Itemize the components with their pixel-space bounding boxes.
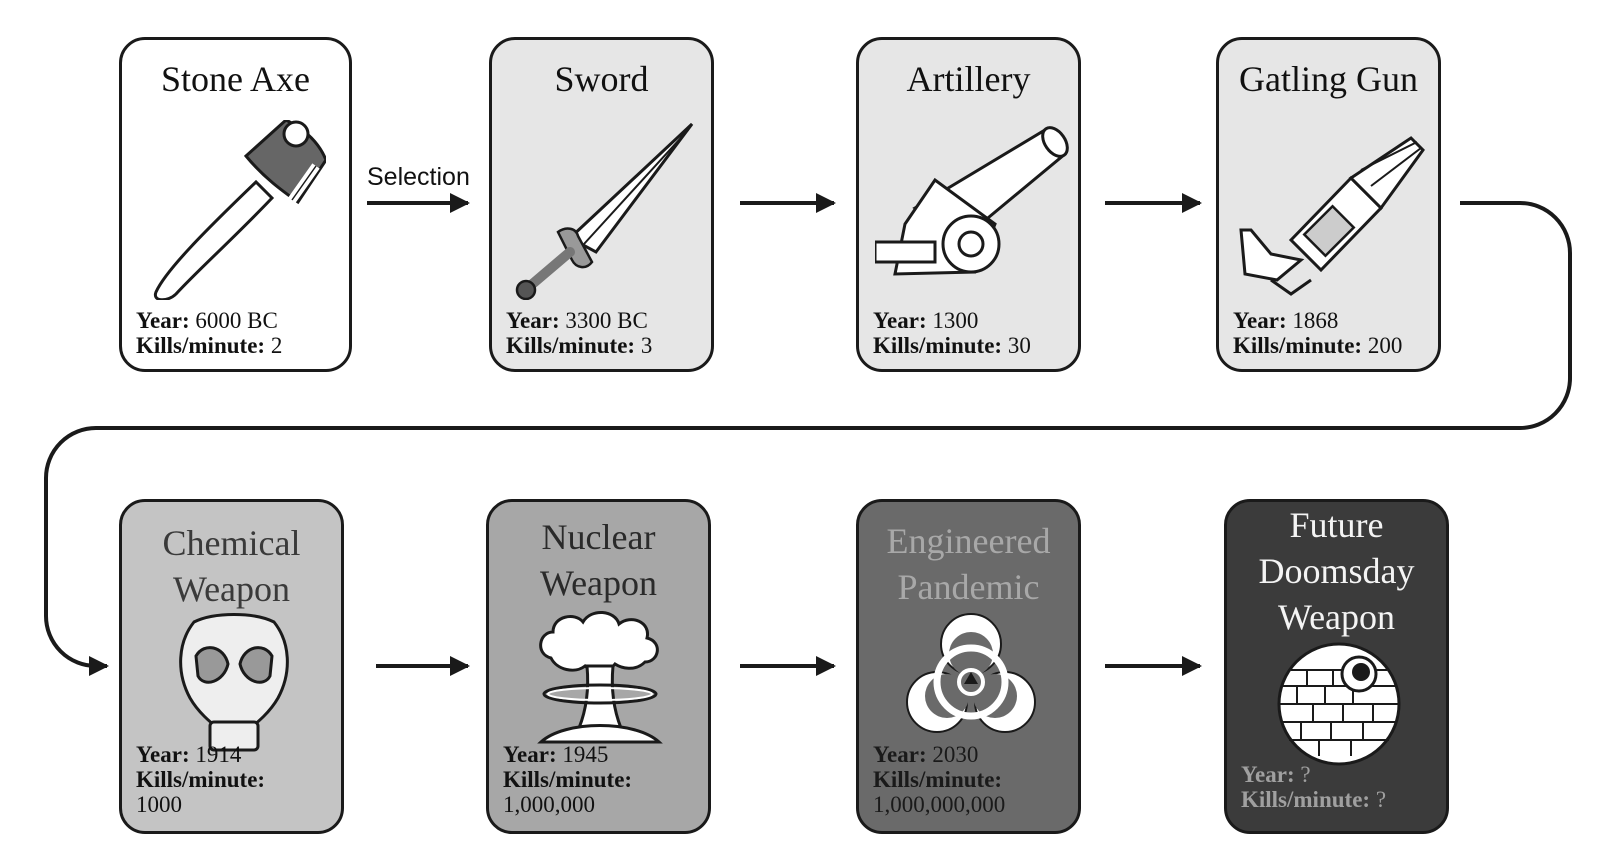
arrow-wrap-to-second-row <box>44 201 1572 676</box>
kills-value: 1,000,000,000 <box>873 792 1006 817</box>
year-label: Year: <box>1233 308 1287 333</box>
card-stats: Year: ? Kills/minute: ? <box>1241 762 1386 812</box>
kills-value: 30 <box>1007 333 1031 358</box>
year-label: Year: <box>1241 762 1295 787</box>
kills-label: Kills/minute: <box>873 333 1003 358</box>
title-line: Weapon <box>539 563 658 603</box>
card-stone-axe: Stone Axe Year: 6000 BC Kills/minute: 2 <box>119 37 352 372</box>
year-label: Year: <box>136 308 190 333</box>
card-gatling-gun: Gatling Gun Year: 1868 Kills/minute: 200 <box>1216 37 1441 372</box>
kills-value: 2 <box>270 333 283 358</box>
kills-label: Kills/minute: <box>873 767 1003 792</box>
gatling-gun-icon <box>1239 136 1425 296</box>
title-line: Nuclear <box>541 517 656 557</box>
mushroom-cloud-icon <box>537 611 663 744</box>
year-value: 1300 <box>932 308 979 333</box>
title-line: Weapon <box>1277 597 1396 637</box>
biohazard-icon <box>906 613 1036 733</box>
kills-value: ? <box>1375 787 1387 812</box>
card-title: Engineered Pandemic <box>859 518 1078 610</box>
kills-value: 1,000,000 <box>503 792 595 817</box>
title-line: Weapon <box>172 569 291 609</box>
year-value: 1868 <box>1292 308 1339 333</box>
card-engineered-pandemic: Engineered Pandemic Year: 2030 Kills/min… <box>856 499 1081 834</box>
year-label: Year: <box>873 308 927 333</box>
card-stats: Year: 1945 Kills/minute: 1,000,000 <box>503 742 632 817</box>
kills-label: Kills/minute: <box>136 333 266 358</box>
title-line: Engineered <box>886 521 1051 561</box>
kills-label: Kills/minute: <box>506 333 636 358</box>
title-line: Doomsday <box>1258 551 1415 591</box>
year-value: 6000 BC <box>195 308 278 333</box>
card-sword: Sword Year: 3300 BC Kills/minute: 3 <box>489 37 714 372</box>
sword-icon <box>515 122 694 300</box>
card-artillery: Artillery Year: 1300 Kills/minute: 30 <box>856 37 1081 372</box>
card-stats: Year: 6000 BC Kills/minute: 2 <box>136 308 282 358</box>
kills-value: 3 <box>640 333 653 358</box>
gas-mask-icon <box>179 613 289 752</box>
card-title: Nuclear Weapon <box>489 514 708 606</box>
title-line: Future <box>1289 505 1384 545</box>
selection-label: Selection <box>367 163 470 191</box>
year-value: 1945 <box>562 742 609 767</box>
card-title: Chemical Weapon <box>122 520 341 612</box>
card-title: Future Doomsday Weapon <box>1227 502 1446 640</box>
title-line: Chemical <box>162 523 301 563</box>
stone-axe-icon <box>153 120 326 300</box>
card-title: Sword <box>554 59 649 99</box>
card-stats: Year: 3300 BC Kills/minute: 3 <box>506 308 652 358</box>
year-label: Year: <box>873 742 927 767</box>
card-stats: Year: 1868 Kills/minute: 200 <box>1233 308 1402 358</box>
year-label: Year: <box>136 742 190 767</box>
year-label: Year: <box>503 742 557 767</box>
kills-label: Kills/minute: <box>503 767 633 792</box>
card-chemical-weapon: Chemical Weapon Year: 1914 Kills/minute:… <box>119 499 344 834</box>
card-nuclear-weapon: Nuclear Weapon Year: 1945 Kills/minute: … <box>486 499 711 834</box>
card-title: Stone Axe <box>161 59 310 99</box>
year-value: 1914 <box>195 742 242 767</box>
card-stats: Year: 2030 Kills/minute: 1,000,000,000 <box>873 742 1005 817</box>
year-label: Year: <box>506 308 560 333</box>
kills-label: Kills/minute: <box>1233 333 1363 358</box>
title-line: Pandemic <box>897 567 1040 607</box>
artillery-cannon-icon <box>875 126 1069 276</box>
kills-value: 200 <box>1367 333 1403 358</box>
card-stats: Year: 1914 Kills/minute: 1000 <box>136 742 265 817</box>
year-value: ? <box>1300 762 1311 787</box>
card-future-doomsday-weapon: Future Doomsday Weapon Ye <box>1224 499 1449 834</box>
card-title: Gatling Gun <box>1239 59 1418 99</box>
kills-label: Kills/minute: <box>1241 787 1371 812</box>
kills-value: 1000 <box>136 792 182 817</box>
kills-label: Kills/minute: <box>136 767 266 792</box>
year-value: 3300 BC <box>565 308 648 333</box>
year-value: 2030 <box>932 742 979 767</box>
card-stats: Year: 1300 Kills/minute: 30 <box>873 308 1031 358</box>
card-title: Artillery <box>906 59 1031 99</box>
death-star-icon <box>1277 642 1401 766</box>
